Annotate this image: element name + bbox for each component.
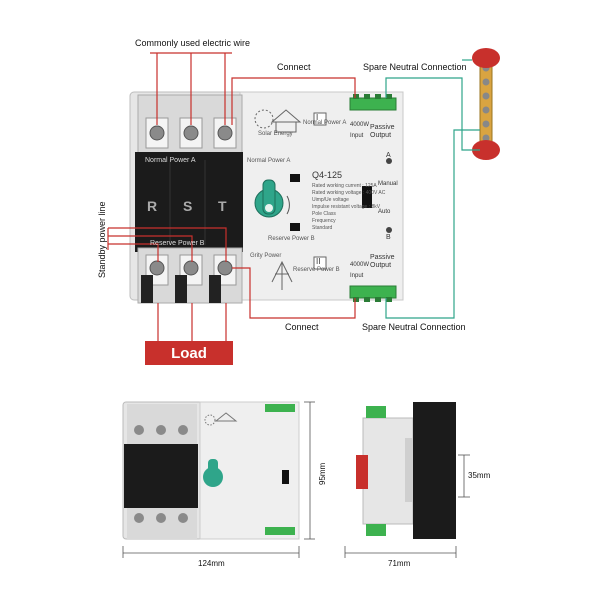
height-dimension: 95mm [318,462,327,485]
width-dimension: 124mm [198,559,225,568]
roman-two-label: II [316,257,321,266]
input-top: Input [350,133,364,139]
switch-b-label: B [386,234,391,241]
load-label: Load [145,341,233,365]
connect-top-annotation: Connect [277,62,311,72]
depth-dimension: 71mm [388,559,411,568]
top-terminals [145,117,237,149]
selector-knob[interactable] [254,179,284,218]
spec-line-4: Pole Class [312,211,336,217]
front-view [122,401,300,540]
spec-line-2: Uimp/Ue voltage [312,197,349,203]
model-label: Q4-125 [312,170,343,180]
phase-t: T [218,198,227,214]
normal-power-a-label: Normal Power A [303,120,347,126]
reserve-power-b-label: Reserve Power B [293,267,340,273]
side-dimension: 35mm [468,471,491,480]
common-wire-lines [150,52,232,125]
spec-line-6: Standard [312,225,333,231]
spec-line-5: Frequency [312,218,336,224]
bottom-green-terminal [349,285,397,302]
reserve-power-b-mid: Reserve Power B [268,236,315,242]
load-lines [157,303,227,341]
spare-neutral-top-annotation: Spare Neutral Connection [363,62,467,72]
spec-line-0: Rated working current : 125A [312,183,377,189]
neutral-bus-bar [472,48,500,160]
phase-s: S [183,198,193,214]
solar-logo [254,109,302,133]
tower-icon [271,260,293,290]
spec-line-1: Rated working voltage : 400V AC [312,190,386,196]
passive-output-top: Passive Output [370,124,395,139]
connect-bottom-annotation: Connect [285,322,319,332]
device-black-front [135,152,243,252]
top-green-terminal [349,94,397,111]
switch-a-label: A [386,152,391,159]
normal-power-a-mid: Normal Power A [247,158,291,164]
grid-power-label: Grity Power [250,253,282,259]
spare-neutral-bottom-annotation: Spare Neutral Connection [362,322,466,332]
spec-line-3: Impulse resistant voltage : 8kV [312,204,381,210]
input-bottom: Input [350,273,364,279]
reserve-power-label-black: Reserve Power B [150,240,205,247]
auto-label: Auto [378,209,391,215]
normal-power-label-black: Normal Power A [145,157,196,164]
solar-energy-label: Solar Energy [258,131,293,137]
bottom-terminals [145,254,237,286]
standby-annotation: Standby power line [97,201,107,278]
wire-annotation: Commonly used electric wire [135,38,251,48]
rating-bottom: 4000W [350,262,370,268]
rating-top: 4000W [350,122,370,128]
manual-auto-switch[interactable] [362,186,372,208]
phase-r: R [147,198,158,214]
side-view [356,402,456,539]
passive-output-bottom: Passive Output [370,254,395,269]
roman-one-label: I [316,113,319,122]
manual-label: Manual [378,181,398,187]
standby-lines [107,227,227,262]
